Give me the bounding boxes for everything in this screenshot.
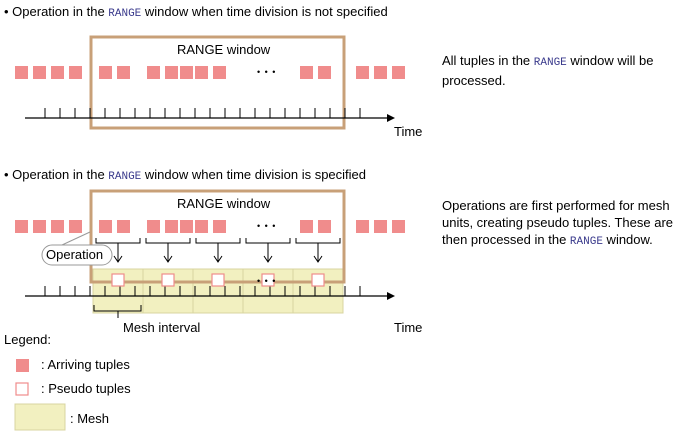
arriving-tuple <box>356 66 369 79</box>
mesh-cell <box>292 268 344 314</box>
legend-mesh-label: : Mesh <box>70 411 110 426</box>
arriving-tuple <box>300 66 313 79</box>
operation-arrow <box>213 255 223 263</box>
section1-ellipsis: • • • <box>257 67 277 77</box>
section2-window-label: RANGE window <box>177 196 271 211</box>
mesh-interval-brace <box>93 305 142 318</box>
section1-time-label: Time <box>394 124 423 139</box>
mesh-brace <box>245 238 291 262</box>
arriving-tuple <box>318 220 331 233</box>
arriving-tuple <box>374 220 387 233</box>
arriving-tuple <box>392 66 405 79</box>
section2-time-label: Time <box>394 320 423 335</box>
arriving-tuple <box>33 220 46 233</box>
pseudo-tuple <box>311 273 325 287</box>
arriving-tuple <box>213 220 226 233</box>
legend-arriving-label: : Arriving tuples <box>41 357 130 372</box>
mesh-brace <box>295 238 341 262</box>
operation-arrow <box>313 255 323 263</box>
pseudo-tuple <box>161 273 175 287</box>
operation-arrow <box>163 255 173 263</box>
arriving-tuple <box>300 220 313 233</box>
operation-arrow <box>113 255 123 263</box>
section1-heading: • Operation in the RANGE window when tim… <box>4 4 388 20</box>
section2-description: Operations are first performed for mesh … <box>442 198 673 248</box>
arriving-tuple <box>180 66 193 79</box>
arriving-tuple <box>147 66 160 79</box>
range-window-frame <box>89 35 346 130</box>
pseudo-tuple <box>211 273 225 287</box>
mesh-brace <box>145 238 191 262</box>
arriving-tuple <box>165 66 178 79</box>
legend-title: Legend: <box>4 332 51 347</box>
section1-description: All tuples in the RANGE window will be p… <box>442 53 654 88</box>
legend-arriving-swatch <box>16 359 29 372</box>
arriving-tuple <box>356 220 369 233</box>
arriving-tuple <box>117 220 130 233</box>
arriving-tuple <box>318 66 331 79</box>
arriving-tuple <box>147 220 160 233</box>
legend-pseudo-swatch <box>15 382 29 396</box>
operation-label: Operation <box>46 247 104 262</box>
arriving-tuple <box>117 66 130 79</box>
time-axis-2-arrowhead <box>387 292 395 300</box>
arriving-tuple <box>99 220 112 233</box>
arriving-tuple <box>99 66 112 79</box>
arriving-tuple <box>33 66 46 79</box>
legend-pseudo-label: : Pseudo tuples <box>41 381 131 396</box>
arriving-tuple <box>51 66 64 79</box>
operation-callout <box>41 244 113 266</box>
arriving-tuple <box>195 220 208 233</box>
arriving-tuple <box>180 220 193 233</box>
arriving-tuple <box>213 66 226 79</box>
arriving-tuple <box>374 66 387 79</box>
time-axis-1-arrowhead <box>387 114 395 122</box>
pseudo-tuple <box>261 273 275 287</box>
arriving-tuple <box>165 220 178 233</box>
operation-arrow <box>263 255 273 263</box>
arriving-tuple <box>15 66 28 79</box>
arriving-tuple <box>15 220 28 233</box>
arriving-tuple <box>69 220 82 233</box>
arriving-tuple <box>69 66 82 79</box>
section1-window-label: RANGE window <box>177 42 271 57</box>
arriving-tuple <box>195 66 208 79</box>
operation-callout-pointer <box>61 231 91 246</box>
mesh-brace <box>95 238 141 262</box>
arriving-tuple <box>392 220 405 233</box>
legend-mesh-swatch <box>14 403 66 431</box>
mesh-brace <box>195 238 241 262</box>
arriving-tuple <box>51 220 64 233</box>
section2-ellipsis-top: • • • <box>257 221 277 231</box>
section2-heading: • Operation in the RANGE window when tim… <box>4 167 367 183</box>
mesh-interval-label: Mesh interval <box>123 320 201 335</box>
section2-ellipsis-mesh: • • • <box>257 276 277 286</box>
pseudo-tuple <box>111 273 125 287</box>
